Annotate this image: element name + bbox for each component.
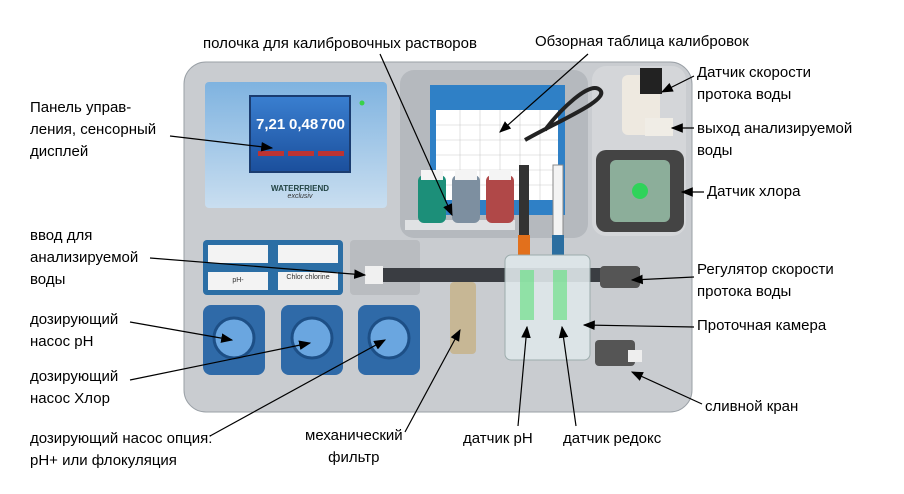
label-shelf: полочка для калибровочных растворов: [203, 35, 477, 52]
pumps: [203, 305, 420, 375]
water-inlet: [365, 266, 383, 284]
label-pump-option: дозирующий насос опция:pH+ или флокуляци…: [30, 430, 213, 469]
calibration-bottle: [486, 175, 514, 223]
flow-chamber: [504, 254, 591, 361]
device-brand: WATERFRIEND: [270, 184, 330, 193]
label-drain-valve: сливной кран: [705, 398, 799, 415]
label-calibration-table: Обзорная таблица калибровок: [535, 33, 749, 50]
device-model: exclusiv: [287, 193, 313, 200]
flow-regulator: [600, 266, 640, 288]
calibration-bottle: [418, 175, 446, 223]
display-ph-value: 7,21: [256, 116, 286, 133]
callout-arrows: [129, 53, 704, 437]
display-chlorine-value: 0,48: [289, 116, 319, 133]
drain-valve: [595, 340, 635, 366]
display-redox-value: 700: [320, 116, 346, 133]
label-redox-sensor: датчик редокс: [563, 430, 662, 447]
touch-display: [249, 95, 351, 173]
redox-probe: [552, 164, 564, 246]
calibration-bottle: [452, 175, 480, 223]
mechanical-filter: [450, 282, 476, 354]
label-chlorine-sensor: Датчик хлора: [707, 183, 801, 200]
ph-probe: [519, 165, 529, 245]
label-ph-sensor: датчик pH: [463, 430, 533, 447]
label-flow-chamber: Проточная камера: [697, 317, 827, 334]
pump-label-chlorine: Chlor chlorine: [286, 274, 330, 281]
pump-label-ph: pH-: [232, 277, 244, 284]
